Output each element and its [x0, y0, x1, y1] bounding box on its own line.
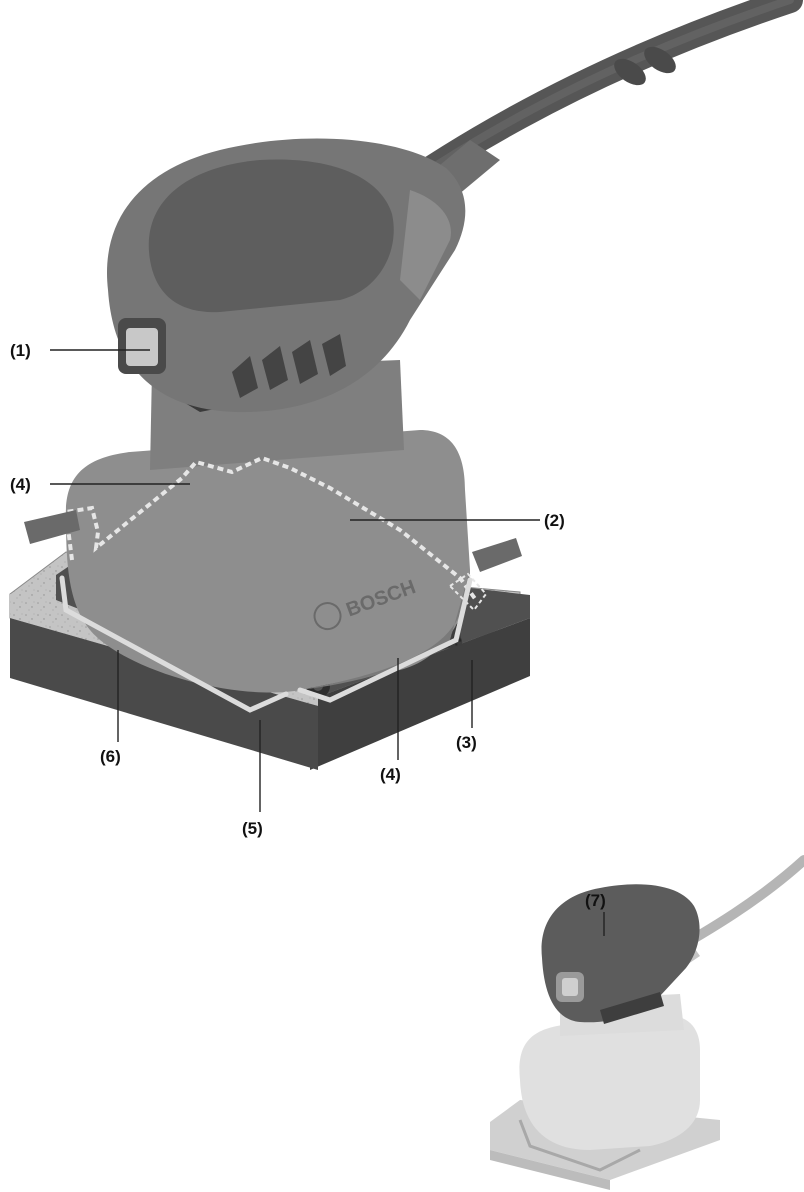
label-4-lower: (4): [380, 765, 401, 784]
power-cord: [407, 0, 803, 210]
label-4-upper: (4): [10, 475, 31, 494]
label-3: (3): [456, 733, 477, 752]
label-5: (5): [242, 819, 263, 838]
callouts: [50, 349, 540, 812]
dust-bag-outline: [63, 455, 478, 602]
label-2: (2): [544, 511, 565, 530]
clamp-wire-left: [59, 575, 289, 713]
label-6: (6): [100, 747, 121, 766]
clamp-lever-left: [24, 510, 80, 544]
inset-sander: [490, 855, 804, 1190]
on-off-switch: [118, 318, 166, 374]
clamp-wire-right: [297, 577, 473, 703]
main-sander: BOSCH: [9, 0, 803, 770]
motor-housing: [106, 138, 466, 413]
vent-slots: [232, 334, 346, 398]
label-7: (7): [585, 891, 606, 910]
lower-housing: [65, 430, 470, 693]
clamp-lever-right: [472, 538, 522, 572]
label-1: (1): [10, 341, 31, 360]
